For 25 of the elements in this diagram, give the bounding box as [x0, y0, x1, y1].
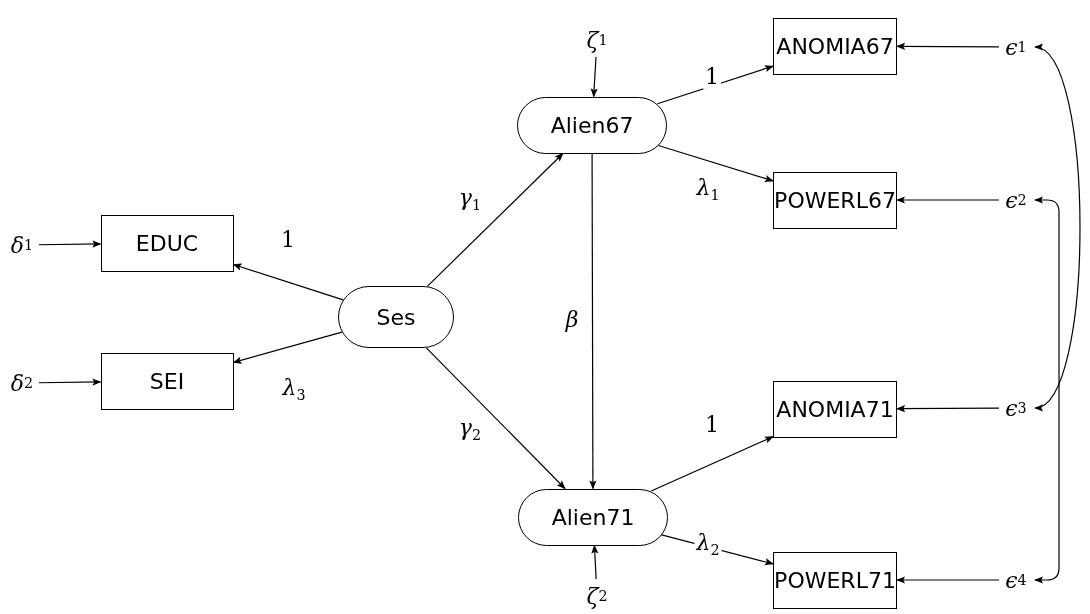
arrow — [38, 378, 102, 386]
arrow — [896, 576, 1000, 584]
path-coefficient: β — [563, 307, 581, 333]
observed-variable-box: EDUC — [100, 214, 234, 272]
arrow — [426, 152, 564, 287]
curved-arrow — [1034, 46, 1081, 409]
observed-variable-box: POWERL67 — [773, 171, 897, 229]
arrow — [896, 42, 1000, 50]
curved-arrow — [1034, 196, 1060, 584]
arrow — [589, 152, 597, 490]
arrow — [38, 240, 102, 248]
observed-variable-box: ANOMIA67 — [773, 17, 897, 75]
arrow — [657, 144, 774, 182]
arrow — [896, 405, 1000, 413]
observed-variable-box: ANOMIA71 — [773, 380, 897, 438]
arrow — [425, 347, 566, 490]
observed-variable-box: POWERL71 — [773, 551, 897, 609]
arrow — [896, 196, 1000, 204]
observed-variable-box: SEI — [100, 352, 234, 410]
arrow — [232, 331, 343, 364]
path-coefficient: 1 — [703, 64, 721, 90]
arrow — [650, 436, 774, 492]
arrow — [590, 56, 598, 98]
arrow — [232, 263, 344, 301]
arrow — [591, 544, 599, 580]
